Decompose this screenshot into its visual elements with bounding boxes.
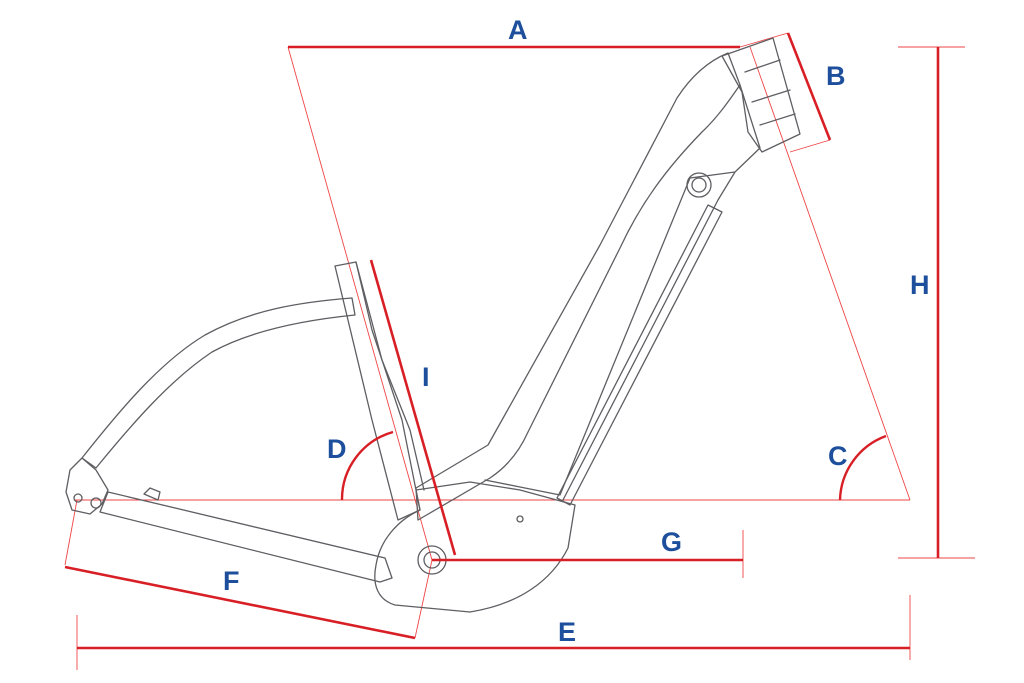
down-tube [415,52,741,521]
label-b: B [826,61,846,91]
dimension-labels: A B C D E F G H I [223,15,930,647]
head-tube-detail [744,59,796,126]
dimension-lines [64,32,940,650]
label-i: I [422,362,430,392]
chain-stay [99,491,393,583]
dimension-b [786,32,832,141]
dimension-i [369,259,457,556]
rear-dropout [65,457,109,515]
bike-frame [65,37,801,613]
seat-stay [81,297,356,469]
dropout-bolt [90,497,102,509]
motor-housing [374,481,576,613]
label-e: E [558,617,576,647]
label-a: A [508,15,528,45]
dimension-f [64,565,416,640]
label-h: H [910,270,930,300]
label-d: D [327,434,347,464]
head-tube [721,37,801,153]
angle-d-arc [340,430,394,501]
frame-bolt-large-inner [691,177,707,193]
label-c: C [828,441,848,471]
derailleur-hanger [143,487,161,501]
chainstay-guide-front [414,559,433,639]
head-tube-bottom-guide [789,139,831,153]
seat-tube-inner [355,261,425,491]
head-tube-top-guide [739,32,789,48]
battery-outline [484,84,761,501]
label-f: F [223,566,240,596]
motor-bolt [516,515,524,523]
guide-lines [64,32,975,670]
angle-c-arc [838,434,887,501]
chainstay-guide-rear [64,499,78,566]
label-g: G [661,527,682,557]
battery-cover-line [556,204,723,506]
dropout-axle [73,493,83,503]
head-tube-axis-guide [749,46,911,501]
seat-tube-axis-guide [287,46,433,561]
frame-bolt-large [686,172,712,198]
